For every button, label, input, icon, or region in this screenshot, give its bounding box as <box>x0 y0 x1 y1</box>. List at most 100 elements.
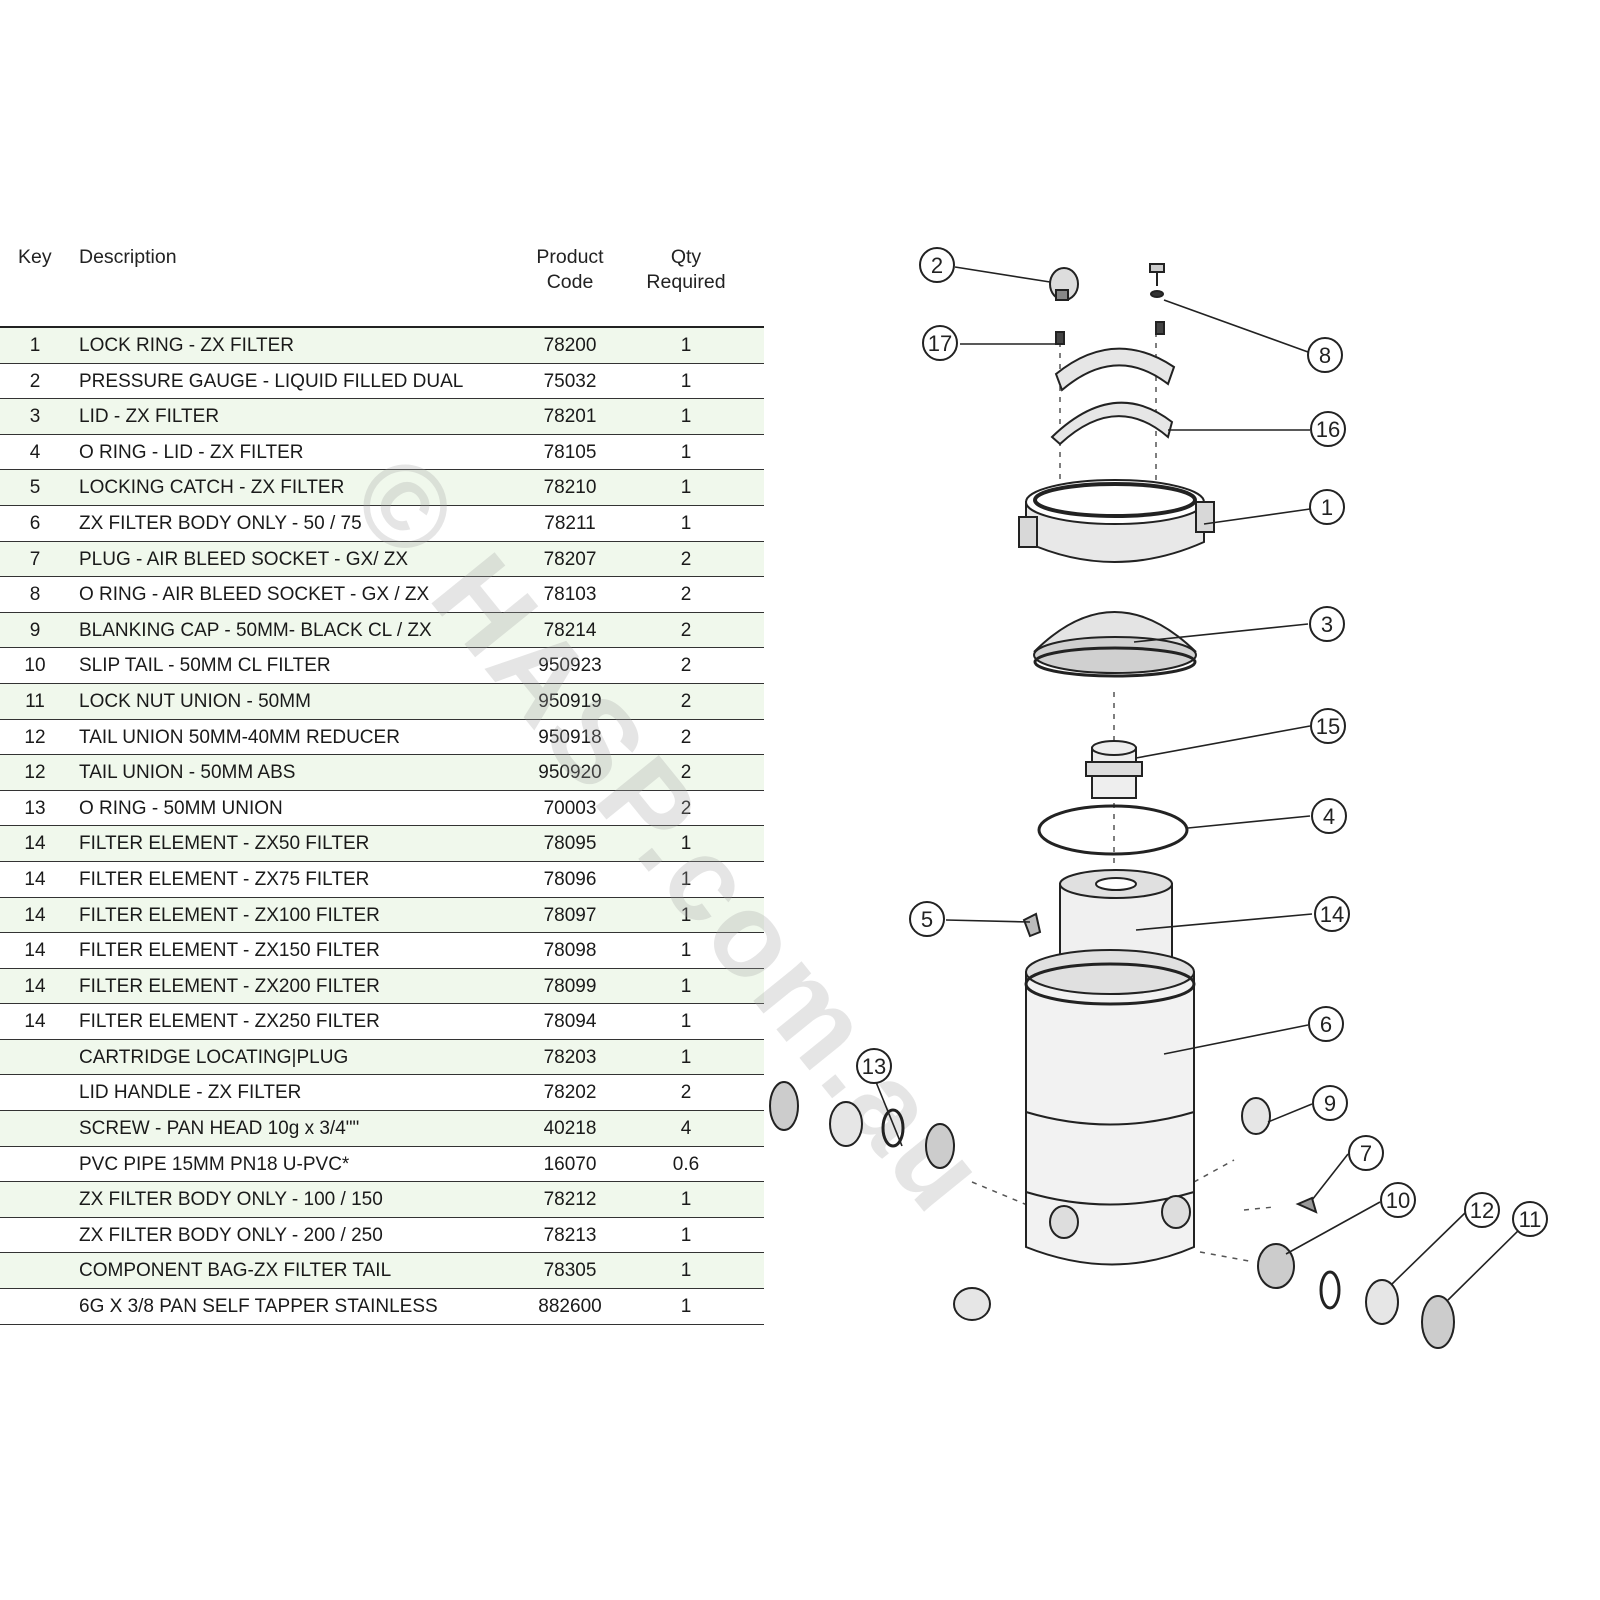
row-description: BLANKING CAP - 50MM- BLACK CL / ZX <box>79 619 432 641</box>
row-key: 5 <box>29 477 41 499</box>
row-qty: 2 <box>680 548 692 570</box>
row-qty: 1 <box>680 904 692 926</box>
header-description: Description <box>79 246 177 268</box>
row-qty: 4 <box>680 1118 692 1140</box>
row-description: FILTER ELEMENT - ZX150 FILTER <box>79 940 380 962</box>
row-product-code: 78094 <box>543 1011 597 1033</box>
row-qty: 2 <box>680 1082 692 1104</box>
row-key: 14 <box>24 904 46 926</box>
callout-number: 7 <box>1360 1141 1372 1166</box>
lid-o-ring-part <box>1037 804 1189 856</box>
row-qty: 2 <box>680 584 692 606</box>
callout-number: 11 <box>1519 1207 1542 1232</box>
row-qty: 0.6 <box>672 1153 700 1175</box>
callout-circle <box>1309 606 1345 642</box>
lock-ring-part <box>1018 479 1215 563</box>
callout-number: 3 <box>1321 612 1333 637</box>
callout-number: 6 <box>1320 1012 1332 1037</box>
callout-number: 4 <box>1323 804 1335 829</box>
row-qty: 2 <box>680 726 692 748</box>
callout-number: 12 <box>1470 1198 1494 1223</box>
callout-circle <box>856 1048 892 1084</box>
row-product-code: 78097 <box>543 904 597 926</box>
table-header: Key Description Product Code Qty Require… <box>0 232 764 328</box>
callout-circle <box>1312 1085 1348 1121</box>
row-product-code: 16070 <box>543 1153 597 1175</box>
row-key: 14 <box>24 833 46 855</box>
callout-circle <box>1309 489 1345 525</box>
header-product-code: Product Code <box>520 245 620 295</box>
row-description: O RING - LID - ZX FILTER <box>79 441 304 463</box>
row-qty: 2 <box>680 690 692 712</box>
row-key: 2 <box>29 370 41 392</box>
row-qty: 1 <box>680 868 692 890</box>
header-qty-line1: Qty <box>670 246 702 268</box>
row-description: LOCKING CATCH - ZX FILTER <box>79 477 345 499</box>
callout-number: 2 <box>931 253 943 278</box>
callout-circle <box>1512 1201 1548 1237</box>
right-union-parts <box>953 1097 1455 1349</box>
row-product-code: 78214 <box>543 619 597 641</box>
row-key: 14 <box>24 940 46 962</box>
row-description: FILTER ELEMENT - ZX50 FILTER <box>79 833 370 855</box>
row-description: ZX FILTER BODY ONLY - 200 / 250 <box>79 1224 383 1246</box>
table-row: 12 TAIL UNION 50MM-40MM REDUCER 950918 2 <box>0 720 764 756</box>
row-key: 12 <box>24 726 46 748</box>
callout-circle <box>922 325 958 361</box>
callout-number: 16 <box>1316 417 1340 442</box>
row-qty: 1 <box>680 940 692 962</box>
row-qty: 1 <box>680 370 692 392</box>
callout-number: 5 <box>921 907 933 932</box>
row-product-code: 950918 <box>538 726 602 748</box>
locating-plug-part <box>1085 740 1143 799</box>
row-description: LID HANDLE - ZX FILTER <box>79 1082 302 1104</box>
row-description: ZX FILTER BODY ONLY - 100 / 150 <box>79 1189 383 1211</box>
row-description: FILTER ELEMENT - ZX75 FILTER <box>79 868 370 890</box>
row-qty: 1 <box>680 1011 692 1033</box>
callout-circle <box>1380 1182 1416 1218</box>
row-product-code: 78099 <box>543 975 597 997</box>
row-description: COMPONENT BAG-ZX FILTER TAIL <box>79 1260 392 1282</box>
row-qty: 1 <box>680 406 692 428</box>
row-product-code: 882600 <box>538 1296 602 1318</box>
row-qty: 1 <box>680 1046 692 1068</box>
row-description: ZX FILTER BODY ONLY - 50 / 75 <box>79 512 362 534</box>
row-product-code: 78105 <box>543 441 597 463</box>
row-product-code: 40218 <box>543 1118 597 1140</box>
row-key: 14 <box>24 868 46 890</box>
row-key: 6 <box>29 512 41 534</box>
row-description: O RING - AIR BLEED SOCKET - GX / ZX <box>79 584 430 606</box>
filter-body-part <box>1024 949 1196 1266</box>
air-bleed-plug-part <box>1149 263 1165 298</box>
row-key: 11 <box>25 690 45 712</box>
row-key: 10 <box>24 655 46 677</box>
row-description: CARTRIDGE LOCATING|PLUG <box>79 1046 349 1068</box>
row-qty: 2 <box>680 797 692 819</box>
row-key: 1 <box>29 335 41 356</box>
row-qty: 1 <box>680 975 692 997</box>
callout-number: 17 <box>928 331 952 356</box>
row-description: TAIL UNION 50MM-40MM REDUCER <box>79 726 400 748</box>
row-product-code: 78211 <box>544 512 596 534</box>
